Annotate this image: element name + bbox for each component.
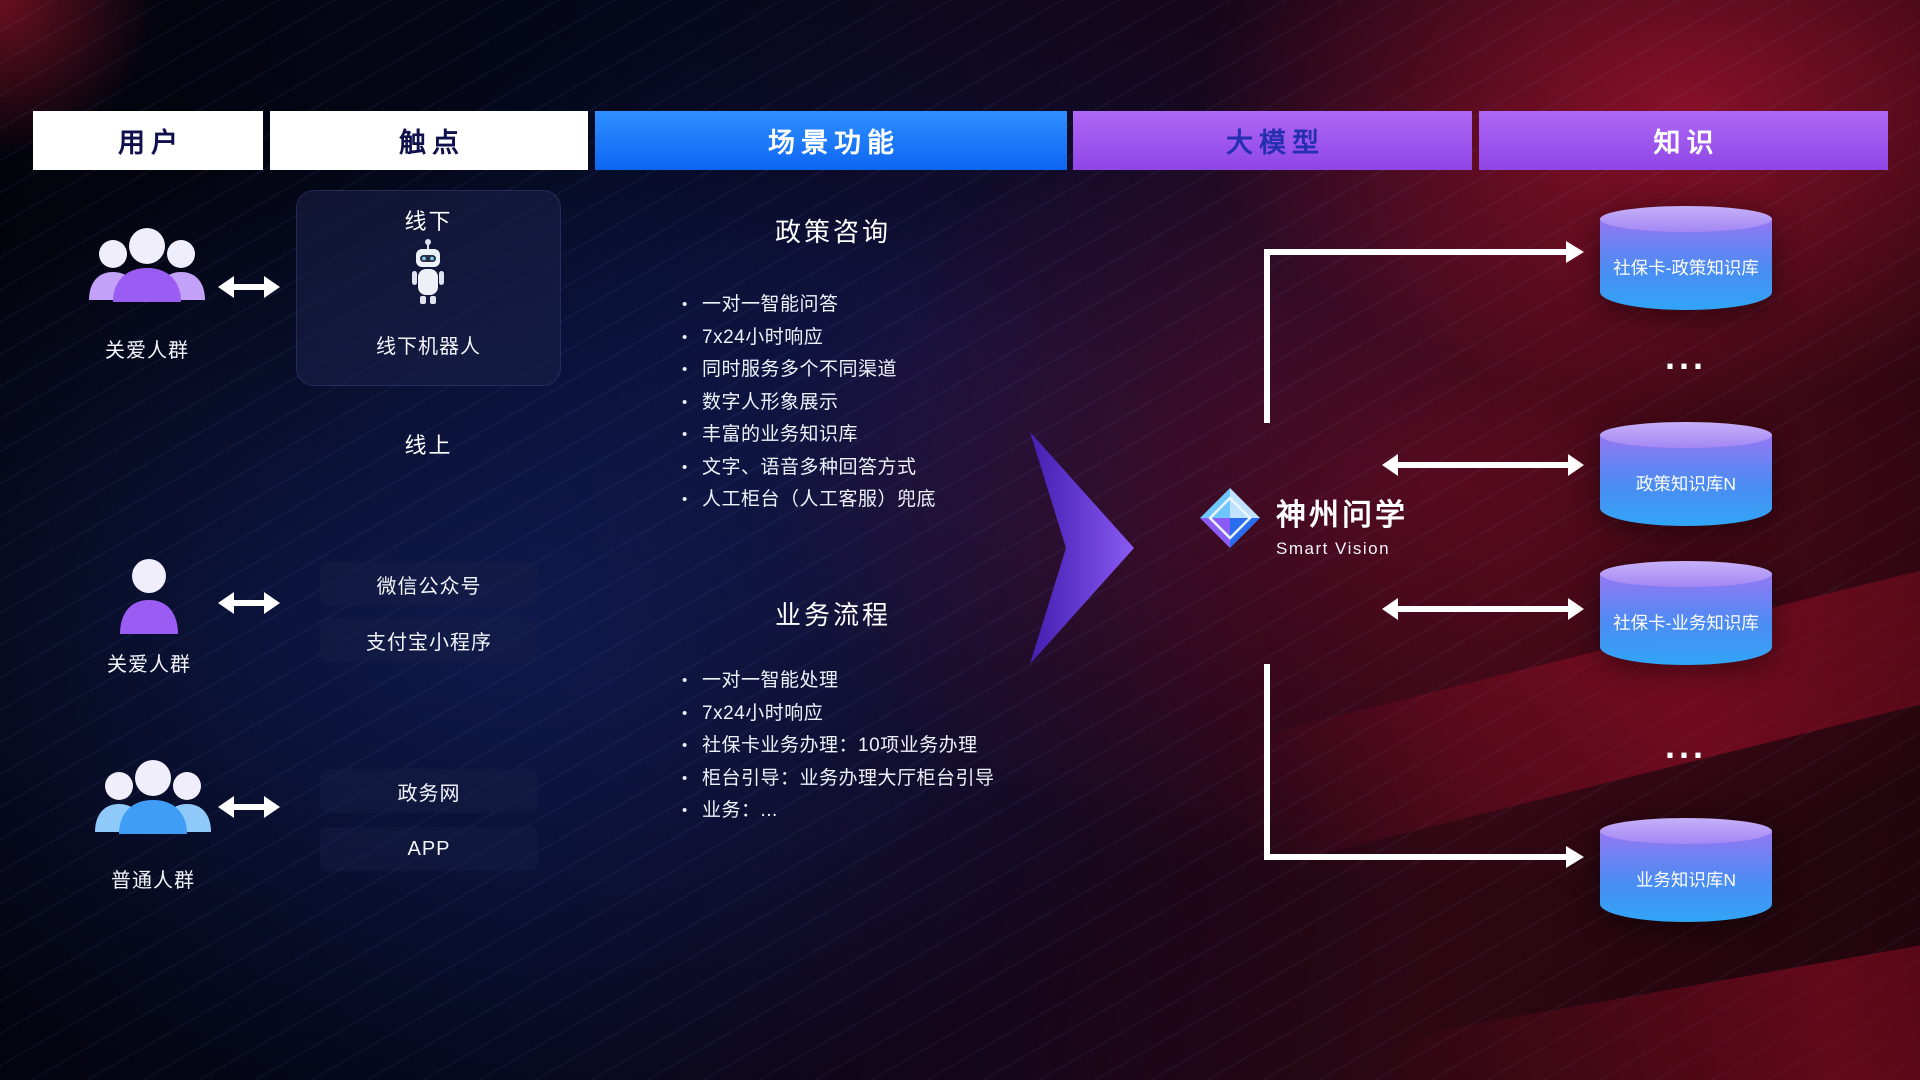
arrow-left-head [218,276,234,298]
model-text-block: 神州问学 Smart Vision [1276,490,1408,559]
database-icon-top [1600,206,1772,232]
arrow-left-head [218,592,234,614]
header-cell-knowledge: 知识 [1479,111,1888,170]
channel-gov-web: 政务网 [320,769,538,813]
arrow-bar [234,600,264,606]
database-icon [1600,435,1772,526]
arrow-right-head [264,592,280,614]
robot-icon [408,238,448,313]
list-item: 一对一智能处理 [678,665,1118,698]
list-item: 社保卡业务办理：10项业务办理 [678,730,1118,763]
arrow-left-head [218,796,234,818]
channel-wechat: 微信公众号 [320,562,538,606]
model-policy-kb-n-arrow [1382,454,1584,476]
kb-ellipsis: ... [1664,725,1707,766]
kb-policy-n-cylinder: 政策知识库N [1600,422,1772,526]
database-icon-top [1600,422,1772,448]
database-icon [1600,219,1772,310]
care-group-icon [87,220,207,325]
general-group-icon [93,752,213,857]
list-item: 人工柜台（人工客服）兜底 [678,484,1118,517]
database-icon [1600,831,1772,922]
red-swoosh-decoration [1226,540,1920,870]
arrow-right-head [1568,454,1584,476]
kb-label: 社保卡-政策知识库 [1613,258,1759,279]
list-item: 丰富的业务知识库 [678,419,1118,452]
kb-shebao-policy-cylinder: 社保卡-政策知识库 [1600,206,1772,310]
user2-touchpoint-arrow [218,592,280,614]
channel-alipay: 支付宝小程序 [320,618,538,662]
business-process-list: 一对一智能处理 7x24小时响应 社保卡业务办理：10项业务办理 柜台引导：业务… [678,665,1118,828]
model-to-business-kb-n-arrow-vertical [1264,664,1270,860]
red-swoosh-decoration [1371,910,1920,1080]
model-logo [1198,486,1262,555]
model-subtitle: Smart Vision [1276,539,1391,558]
header-cell-scenarios: 场景功能 [595,111,1067,170]
channel-app: APP [320,827,538,871]
kb-shebao-business-cylinder: 社保卡-业务知识库 [1600,561,1772,665]
online-title: 线上 [404,433,453,458]
database-icon [1600,574,1772,665]
arrow-bar [1398,606,1568,612]
policy-consult-list: 一对一智能问答 7x24小时响应 同时服务多个不同渠道 数字人形象展示 丰富的业… [678,289,1118,517]
arrow-bar [234,284,264,290]
header-cell-model: 大模型 [1073,111,1472,170]
offline-touchpoint-card: 线下 线下机器人 [296,190,561,386]
offline-title: 线下 [404,209,453,234]
arrow-right-head [264,796,280,818]
care-person-icon [114,556,184,646]
model-name: 神州问学 [1276,499,1408,532]
general-group-label: 普通人群 [111,870,195,892]
care-group-label: 关爱人群 [105,340,189,362]
list-item: 柜台引导：业务办理大厅柜台引导 [678,763,1118,796]
header-cell-touchpoints: 触点 [270,111,588,170]
kb-ellipsis: ... [1664,336,1707,377]
model-to-policy-kb-arrow-horizontal [1264,249,1566,255]
list-item: 一对一智能问答 [678,289,1118,322]
policy-consult-title: 政策咨询 [774,217,891,247]
kb-label: 政策知识库N [1635,474,1737,495]
business-process-title: 业务流程 [774,600,891,630]
offline-robot-label: 线下机器人 [376,336,481,358]
arrow-bar [1398,462,1568,468]
care-person-label: 关爱人群 [107,654,191,676]
diamond-icon [1200,488,1260,548]
user3-touchpoint-arrow [218,796,280,818]
list-item: 7x24小时响应 [678,322,1118,355]
arrow-right-head [1566,241,1584,263]
arrow-right-head [264,276,280,298]
scenario-to-model-arrow [1030,432,1134,664]
kb-business-n-cylinder: 业务知识库N [1600,818,1772,922]
kb-label: 社保卡-业务知识库 [1613,613,1759,634]
list-item: 文字、语音多种回答方式 [678,452,1118,485]
database-icon-top [1600,561,1772,587]
arrow-right-head [1566,846,1584,868]
kb-label: 业务知识库N [1635,870,1737,891]
arrow-left-head [1382,454,1398,476]
arrow-right-head [1568,598,1584,620]
user1-touchpoint-arrow [218,276,280,298]
model-to-policy-kb-arrow-vertical [1264,249,1270,423]
list-item: 同时服务多个不同渠道 [678,354,1118,387]
arrow-left-head [1382,598,1398,620]
arrow-bar [234,804,264,810]
database-icon-top [1600,818,1772,844]
model-to-business-kb-n-arrow-horizontal [1264,854,1566,860]
list-item: 7x24小时响应 [678,698,1118,731]
model-business-kb-arrow [1382,598,1584,620]
header-cell-users: 用户 [33,111,263,170]
list-item: 数字人形象展示 [678,387,1118,420]
list-item: 业务：... [678,795,1118,828]
